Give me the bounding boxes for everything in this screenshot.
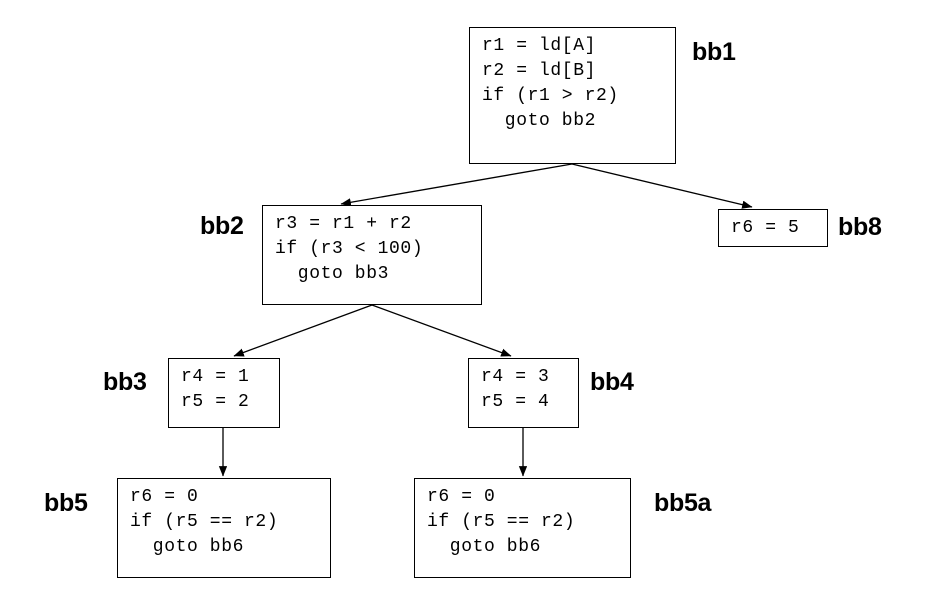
basic-block-bb5a: r6 = 0 if (r5 == r2) goto bb6 — [414, 478, 631, 578]
block-label-bb1: bb1 — [692, 38, 736, 66]
block-label-bb3: bb3 — [103, 368, 147, 396]
code-line: r1 = ld[A] — [482, 36, 597, 56]
code-line: r6 = 5 — [731, 218, 800, 238]
block-label-bb2: bb2 — [200, 212, 244, 240]
code-line: goto bb6 — [130, 537, 245, 557]
code-line: goto bb2 — [482, 111, 597, 131]
code-line: goto bb6 — [427, 537, 542, 557]
basic-block-bb1: r1 = ld[A] r2 = ld[B] if (r1 > r2) goto bb… — [469, 27, 676, 164]
block-label-bb8: bb8 — [838, 213, 882, 241]
block-label-bb5: bb5 — [44, 489, 88, 517]
code-line: if (r5 == r2) — [130, 512, 279, 532]
edge-bb1-to-bb2 — [340, 163, 573, 207]
edge-bb1-to-bb8 — [571, 163, 753, 209]
code-line: r5 = 4 — [481, 392, 550, 412]
code-line: r4 = 1 — [181, 367, 250, 387]
code-line: r2 = ld[B] — [482, 61, 597, 81]
code-line: r3 = r1 + r2 — [275, 214, 412, 234]
edge-bb2-to-bb4 — [371, 304, 512, 357]
basic-block-bb3: r4 = 1 r5 = 2 — [168, 358, 280, 428]
basic-block-bb2: r3 = r1 + r2 if (r3 < 100) goto bb3 — [262, 205, 482, 305]
code-line: if (r1 > r2) — [482, 86, 619, 106]
block-label-bb5a: bb5a — [654, 489, 712, 517]
code-line: goto bb3 — [275, 264, 390, 284]
code-line: if (r5 == r2) — [427, 512, 576, 532]
code-line: r6 = 0 — [427, 487, 496, 507]
edge-bb2-to-bb3 — [233, 304, 373, 357]
basic-block-bb5: r6 = 0 if (r5 == r2) goto bb6 — [117, 478, 331, 578]
block-label-bb4: bb4 — [590, 368, 634, 396]
basic-block-bb4: r4 = 3 r5 = 4 — [468, 358, 579, 428]
code-line: r5 = 2 — [181, 392, 250, 412]
basic-block-bb8: r6 = 5 — [718, 209, 828, 247]
code-line: if (r3 < 100) — [275, 239, 424, 259]
code-line: r4 = 3 — [481, 367, 550, 387]
code-line: r6 = 0 — [130, 487, 199, 507]
